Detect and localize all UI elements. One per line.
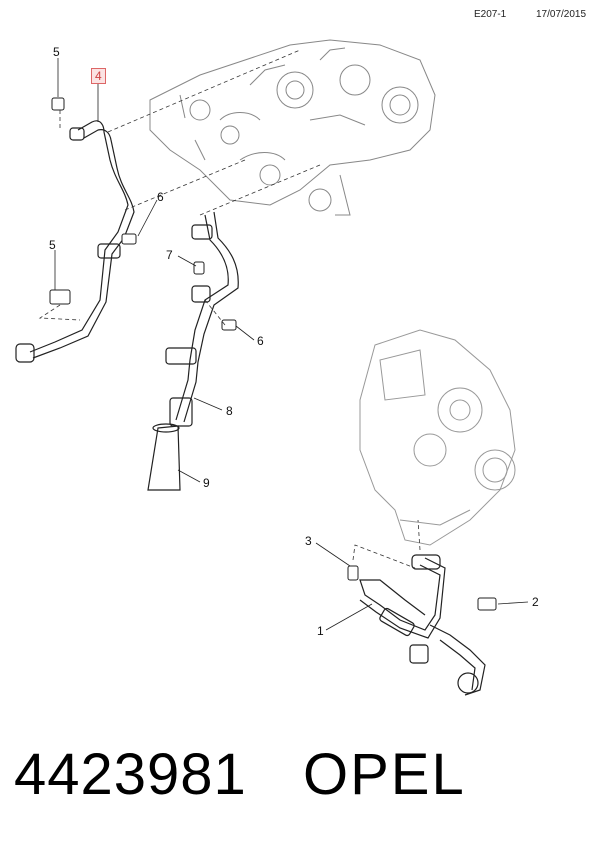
callout-1: 1 <box>317 624 324 638</box>
bolt-5-upper <box>51 97 65 111</box>
part-number: 4423981 <box>14 742 247 807</box>
brand-name: OPEL <box>303 742 466 807</box>
bolt-7 <box>193 261 205 275</box>
bolt-6-upper <box>121 233 137 245</box>
callout-5-lower: 5 <box>49 238 56 252</box>
callout-6-middle: 6 <box>257 334 264 348</box>
callout-8: 8 <box>226 404 233 418</box>
callout-3: 3 <box>305 534 312 548</box>
leader-lines <box>54 58 529 631</box>
dashed-guides <box>38 49 421 569</box>
oil-return-pipe <box>147 211 239 491</box>
bolt-5-lower <box>49 289 71 305</box>
bolt-3 <box>347 565 359 581</box>
bolt-2 <box>477 597 497 611</box>
turbocharger-lower <box>359 329 516 546</box>
callout-2: 2 <box>532 595 539 609</box>
callout-4-highlighted: 4 <box>91 68 106 84</box>
callout-5-upper: 5 <box>53 45 60 59</box>
oil-feed-pipe-upper <box>15 120 135 363</box>
callout-6-upper: 6 <box>157 190 164 204</box>
oil-pipe-lower <box>359 554 486 696</box>
callout-7: 7 <box>166 248 173 262</box>
callout-9: 9 <box>203 476 210 490</box>
turbo-manifold-assembly <box>149 39 436 216</box>
bolt-6-middle <box>221 319 237 331</box>
bolts <box>49 97 497 611</box>
drawing-code: E207-1 <box>474 9 507 20</box>
drawing-date: 17/07/2015 <box>536 9 587 20</box>
